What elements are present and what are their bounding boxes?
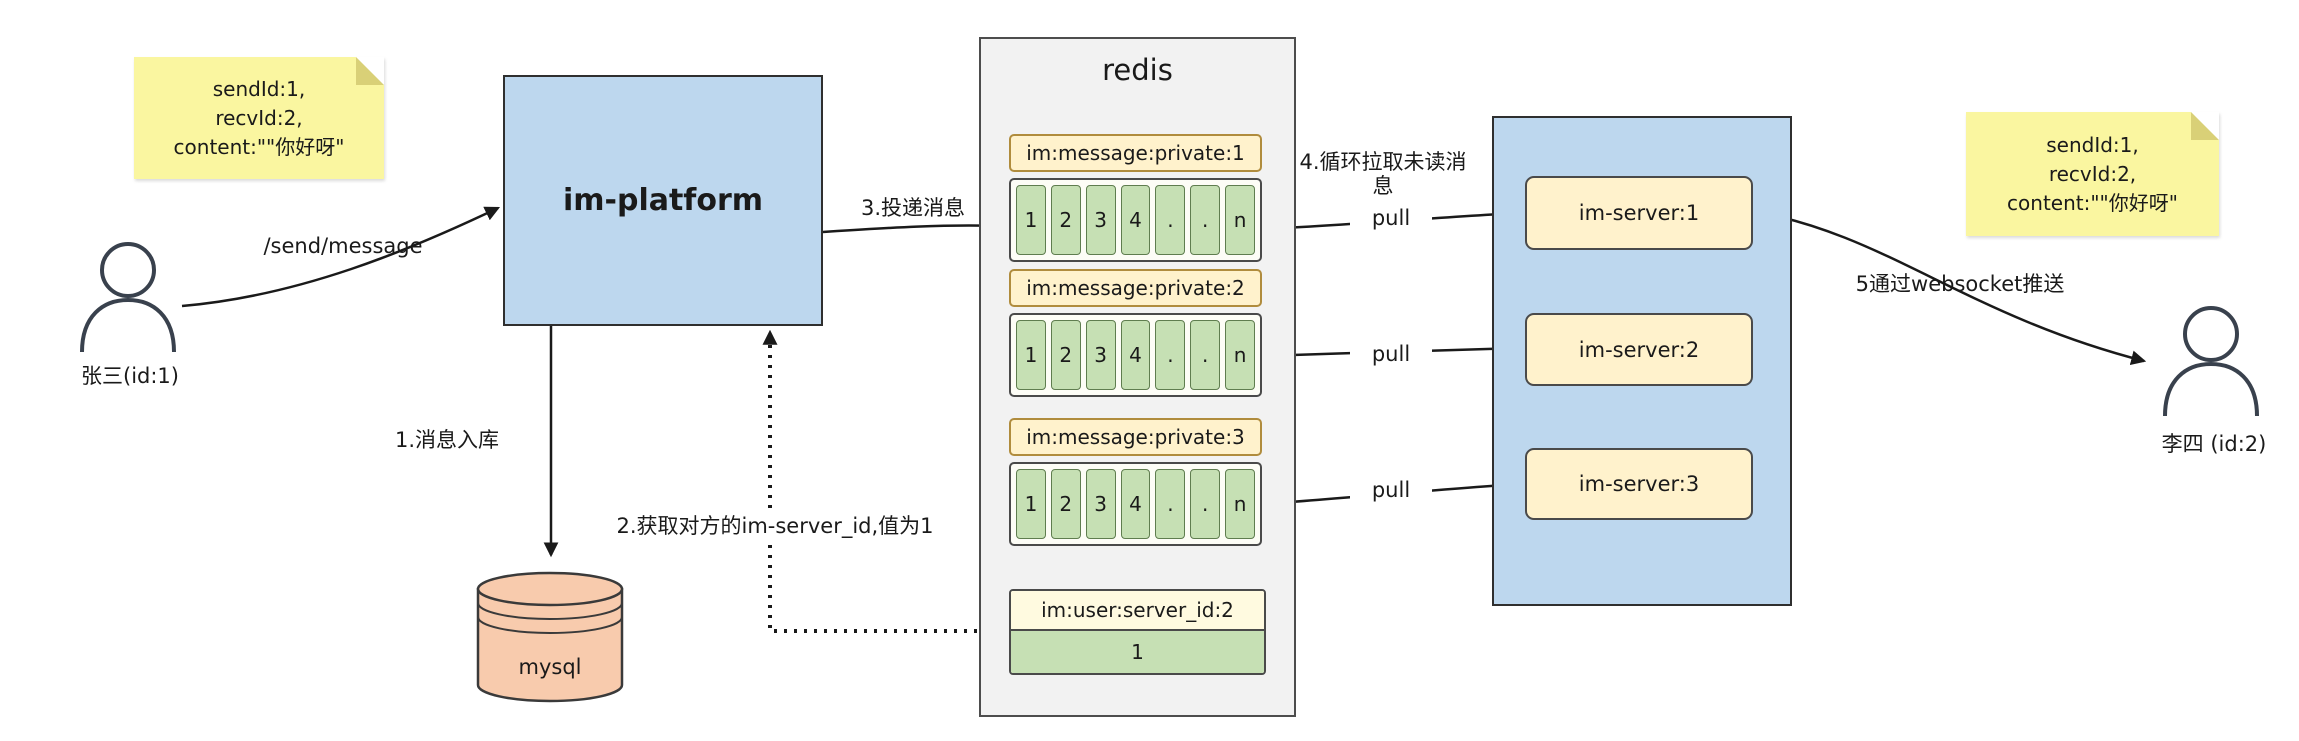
step2-label: 2.获取对方的im-server_id,值为1 (592, 514, 958, 538)
redis-panel: redis im:message:private:1 1 2 3 4 . . n… (979, 37, 1296, 717)
person-icon (2163, 306, 2259, 417)
note-line: content:""你好呀" (173, 134, 345, 159)
edge-platform-to-redis (821, 218, 1002, 234)
queue-header-1: im:message:private:1 (1009, 134, 1262, 172)
im-server-1: im-server:1 (1525, 176, 1753, 250)
queue-cell: . (1190, 469, 1221, 539)
im-platform-label: im-platform (562, 183, 764, 218)
note-line: sendId:1, (212, 76, 306, 101)
queue-cell: 2 (1050, 185, 1081, 255)
queue-cell: 2 (1050, 320, 1081, 390)
step5-label: 5通过websocket推送 (1855, 272, 2065, 296)
message-note-right: sendId:1, recvId:2, content:""你好呀" (1966, 112, 2219, 236)
actor-lisi (2152, 306, 2270, 418)
queue-cell: 4 (1120, 320, 1151, 390)
mysql-label: mysql (518, 655, 582, 679)
queue-cells-2: 1 2 3 4 . . n (1009, 313, 1262, 397)
person-icon (80, 242, 176, 353)
im-platform-node: im-platform (503, 75, 823, 326)
queue-cell: 1 (1016, 320, 1046, 390)
actor-zhangsan (69, 242, 187, 354)
kv-key: im:user:server_id:2 (1011, 591, 1264, 631)
pull-label-1: pull (1350, 206, 1432, 230)
step1-label: 1.消息入库 (394, 428, 500, 452)
queue-cells-1: 1 2 3 4 . . n (1009, 178, 1262, 262)
queue-cell: 3 (1085, 469, 1116, 539)
im-server-2: im-server:2 (1525, 313, 1753, 386)
queue-cell: . (1190, 185, 1221, 255)
pull-label-2: pull (1350, 342, 1432, 366)
im-server-panel: im-server:1 im-server:2 im-server:3 (1492, 116, 1792, 606)
step4-label: 4.循环拉取未读消息 (1299, 150, 1467, 198)
queue-cell: 3 (1085, 320, 1116, 390)
queue-header-3: im:message:private:3 (1009, 418, 1262, 456)
send-message-label: /send/message (263, 234, 423, 258)
queue-cell: 4 (1120, 185, 1151, 255)
queue-cell: n (1225, 469, 1256, 539)
queue-cell: 1 (1016, 469, 1046, 539)
queue-header-2: im:message:private:2 (1009, 269, 1262, 307)
server-id-kv-box: im:user:server_id:2 1 (1009, 589, 1266, 675)
note-line: recvId:2, (2048, 161, 2137, 186)
queue-cell: 4 (1120, 469, 1151, 539)
queue-cell: 3 (1085, 185, 1116, 255)
queue-cell: . (1155, 185, 1186, 255)
queue-cell: n (1225, 185, 1256, 255)
redis-title: redis (1102, 53, 1173, 87)
pull-label-3: pull (1350, 478, 1432, 502)
queue-cell: . (1155, 320, 1186, 390)
queue-cell: n (1225, 320, 1256, 390)
message-note-left: sendId:1, recvId:2, content:""你好呀" (134, 57, 384, 179)
actor-lisi-label: 李四 (id:2) (2161, 432, 2267, 456)
actor-zhangsan-label: 张三(id:1) (81, 364, 179, 388)
kv-value: 1 (1011, 631, 1264, 673)
queue-cell: 2 (1050, 469, 1081, 539)
queue-cells-3: 1 2 3 4 . . n (1009, 462, 1262, 546)
note-line: sendId:1, (2046, 132, 2139, 157)
note-line: recvId:2, (215, 105, 303, 130)
step3-label: 3.投递消息 (860, 196, 966, 220)
database-icon (476, 571, 624, 703)
queue-cell: 1 (1016, 185, 1046, 255)
queue-cell: . (1190, 320, 1221, 390)
note-line: content:""你好呀" (2007, 190, 2178, 215)
mysql-node: mysql (474, 567, 626, 709)
im-server-3: im-server:3 (1525, 448, 1753, 520)
edge-serverid-lookup-dotted (762, 329, 1007, 633)
queue-cell: . (1155, 469, 1186, 539)
